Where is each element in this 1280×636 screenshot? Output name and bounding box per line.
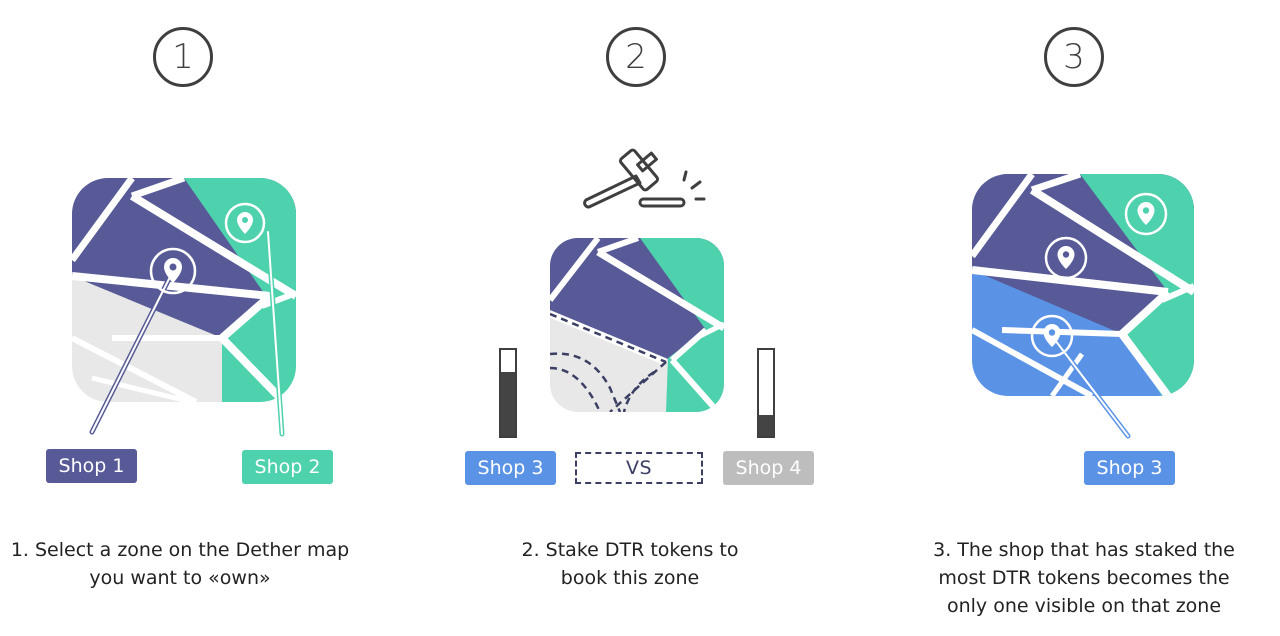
tag-shop-3: Shop 3 — [465, 451, 556, 485]
map-step-1 — [72, 178, 296, 437]
caption-line: book this zone — [560, 567, 700, 589]
caption-line: 1. Select a zone on the Dether map — [10, 539, 350, 561]
caption-line: 3. The shop that has staked the — [933, 539, 1235, 561]
stake-meter-shop-3 — [499, 348, 517, 438]
vs-box: VS — [575, 452, 703, 484]
caption-line: most DTR tokens becomes the — [938, 567, 1230, 589]
stake-meter-shop-4 — [757, 348, 775, 438]
caption-step-3: 3. The shop that has staked the most DTR… — [900, 536, 1268, 620]
map-step-3 — [972, 174, 1194, 439]
map-pin-icon — [224, 202, 266, 244]
caption-line: you want to «own» — [89, 567, 271, 589]
map-pin-icon — [1030, 314, 1074, 358]
caption-step-2: 2. Stake DTR tokens to book this zone — [460, 536, 800, 592]
tag-shop-3-winner: Shop 3 — [1084, 451, 1175, 485]
map-pin-icon — [149, 247, 197, 295]
map-step-2 — [550, 238, 724, 412]
gavel-icon — [583, 148, 706, 209]
stake-meter-fill — [501, 371, 515, 436]
caption-line: 2. Stake DTR tokens to — [521, 539, 739, 561]
caption-step-1: 1. Select a zone on the Dether map you w… — [0, 536, 360, 592]
step-2-number: 2 — [606, 27, 666, 87]
step-3-number: 3 — [1044, 27, 1104, 87]
map-pin-icon — [1124, 192, 1168, 236]
stake-meter-fill — [759, 414, 773, 436]
tag-shop-2: Shop 2 — [242, 450, 333, 484]
map-pin-icon — [1044, 236, 1088, 280]
tag-shop-4: Shop 4 — [723, 451, 814, 485]
step-1-number: 1 — [153, 27, 213, 87]
tag-shop-1: Shop 1 — [46, 449, 137, 483]
caption-line: only one visible on that zone — [946, 595, 1222, 617]
